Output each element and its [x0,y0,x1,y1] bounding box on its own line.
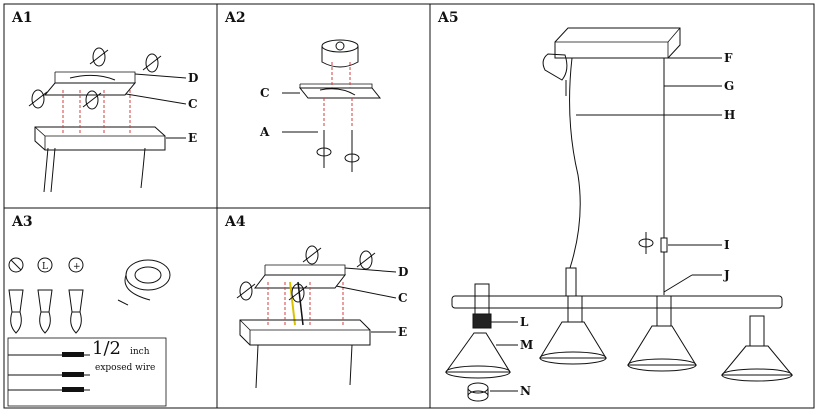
a5-callout-j: J [723,268,730,282]
a1-callout-c: C [188,97,198,111]
panel-a2-label: A2 [224,10,246,26]
a2-junction-box [321,39,359,68]
a1-mounting-wires [43,147,146,193]
a4-dashed-guides [267,282,344,325]
a5-finial-cap [467,382,489,402]
a4-callout-e: E [398,325,407,339]
a1-callout-lines [125,73,187,139]
wire-strip-caption: exposed wire [95,363,155,373]
a3-terminal-icons: L + [8,257,84,273]
a5-callout-lines [490,57,722,392]
a3-insulation-tape [117,259,171,306]
a4-mounting-wires [255,344,353,389]
panel-a1-frame [3,3,218,209]
a3-wire-strip-box [7,337,167,407]
wire-strip-fraction: 1/2 [92,338,121,359]
a5-callout-f: F [724,51,733,65]
a5-lock-ring-icon [638,232,654,254]
a5-callout-n: N [520,384,531,398]
a5-suspension-cable [660,58,668,295]
a5-canopy [554,27,681,59]
svg-text:L: L [42,262,48,272]
a4-callout-c: C [398,291,408,305]
a5-callout-l: L [520,315,529,329]
a2-callout-c: C [260,86,270,100]
a4-bracket [253,264,347,289]
a5-hand-icon [542,53,568,96]
a2-dashed-guides [323,62,353,128]
a4-callout-lines [335,267,397,333]
a4-screw-icon [236,245,376,303]
panel-a5-label: A5 [437,10,459,26]
panel-a4-label: A4 [224,214,246,230]
a1-dashed-guides [62,90,131,133]
wire-strip-unit: inch [130,347,150,357]
panel-a5-frame [429,3,815,409]
a5-cone-shade [445,321,794,382]
a2-screw-icon [316,130,360,172]
a5-callout-g: G [724,79,734,93]
a1-screw-icon [28,47,162,110]
a3-wire-connectors [8,289,84,334]
panel-a4-frame [216,207,431,409]
svg-text:+: + [73,262,81,272]
a1-callout-d: D [188,71,198,85]
panel-a1-label: A1 [11,10,33,26]
a4-callout-d: D [398,265,408,279]
a5-callout-h: H [724,108,735,122]
a1-callout-e: E [188,131,197,145]
a2-callout-a: A [259,125,270,139]
a1-canopy-box [34,126,166,151]
panel-a3-frame [3,207,218,409]
a4-canopy-box [239,319,371,346]
panel-a3-label: A3 [11,214,33,230]
a5-callout-m: M [520,338,533,352]
a2-bracket [298,83,382,99]
a5-callout-i: I [724,238,730,252]
a1-ceiling-bracket [43,71,137,96]
a5-bulb-holder [472,313,492,329]
